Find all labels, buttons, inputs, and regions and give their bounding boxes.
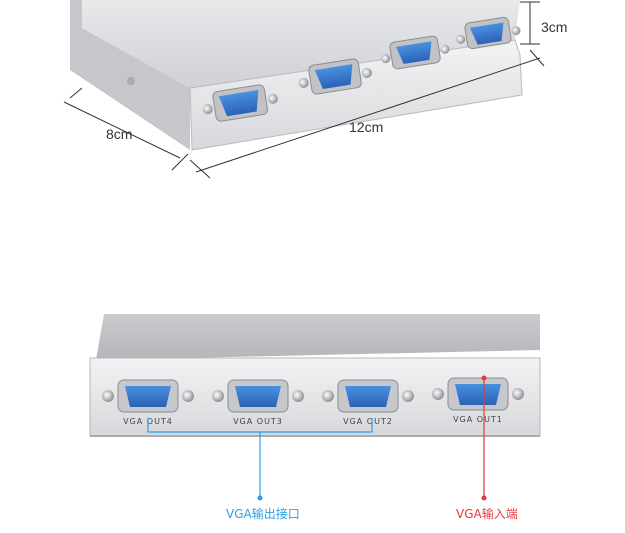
housing-front (189, 39, 523, 151)
front-port-label-2: VGA OUT2 (343, 417, 393, 426)
splitter-front-view: VGA OUT4 VGA OUT3 VGA OUT2 VGA OUT1 (89, 314, 541, 501)
front-vga-port-1 (432, 377, 524, 411)
front-vga-port-3 (212, 379, 304, 413)
front-lid (96, 314, 540, 360)
output-callout-dot (257, 495, 263, 501)
vga-port-3 (381, 35, 450, 70)
splitter-top-view (63, 0, 545, 179)
vga-port-2 (298, 58, 372, 95)
front-vga-port-2 (322, 379, 414, 413)
input-callout-dot (481, 495, 487, 501)
screw-hole-icon (127, 77, 135, 85)
vga-port-1 (202, 84, 278, 122)
dimension-height-label: 3cm (541, 19, 568, 35)
input-callout-label: VGA输入端 (456, 507, 518, 521)
dimension-lines (63, 1, 545, 179)
housing-side (70, 0, 190, 150)
front-vga-port-4 (102, 379, 194, 413)
output-callout-label: VGA输出接口 (226, 507, 300, 521)
input-callout-top-dot (481, 375, 487, 381)
housing-lid (82, 0, 520, 88)
dimension-width-label: 12cm (349, 119, 384, 135)
vga-port-4 (456, 16, 521, 50)
front-port-label-3: VGA OUT3 (233, 417, 283, 426)
dimension-depth-label: 8cm (106, 126, 133, 142)
front-port-label-1: VGA OUT1 (453, 415, 503, 424)
output-callout-lines (147, 418, 373, 498)
